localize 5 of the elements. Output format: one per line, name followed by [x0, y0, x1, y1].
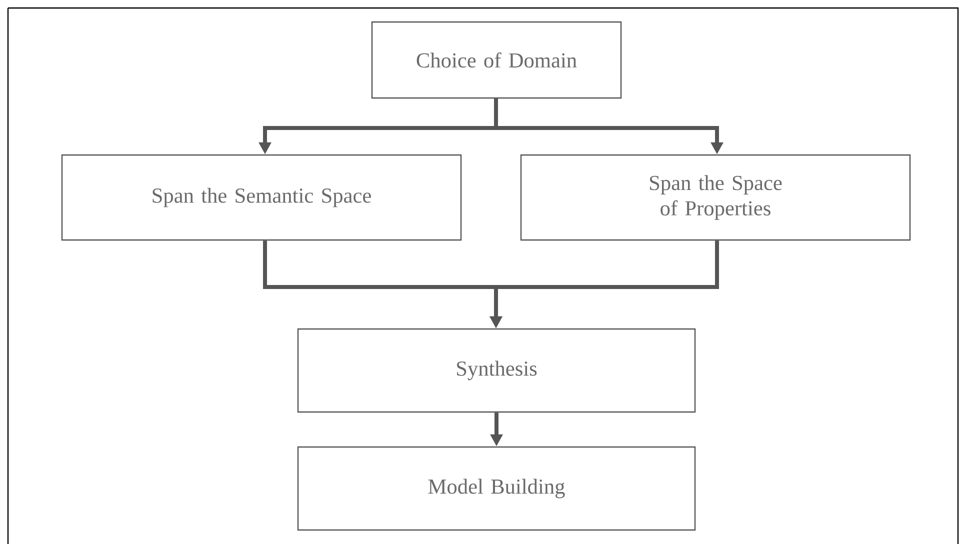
process-box: Choice of Domain [371, 21, 622, 99]
process-box: Synthesis [297, 328, 696, 413]
process-box: Model Building [297, 446, 696, 531]
process-box: Span the Space of Properties [520, 154, 911, 241]
process-box: Span the Semantic Space [61, 154, 462, 241]
